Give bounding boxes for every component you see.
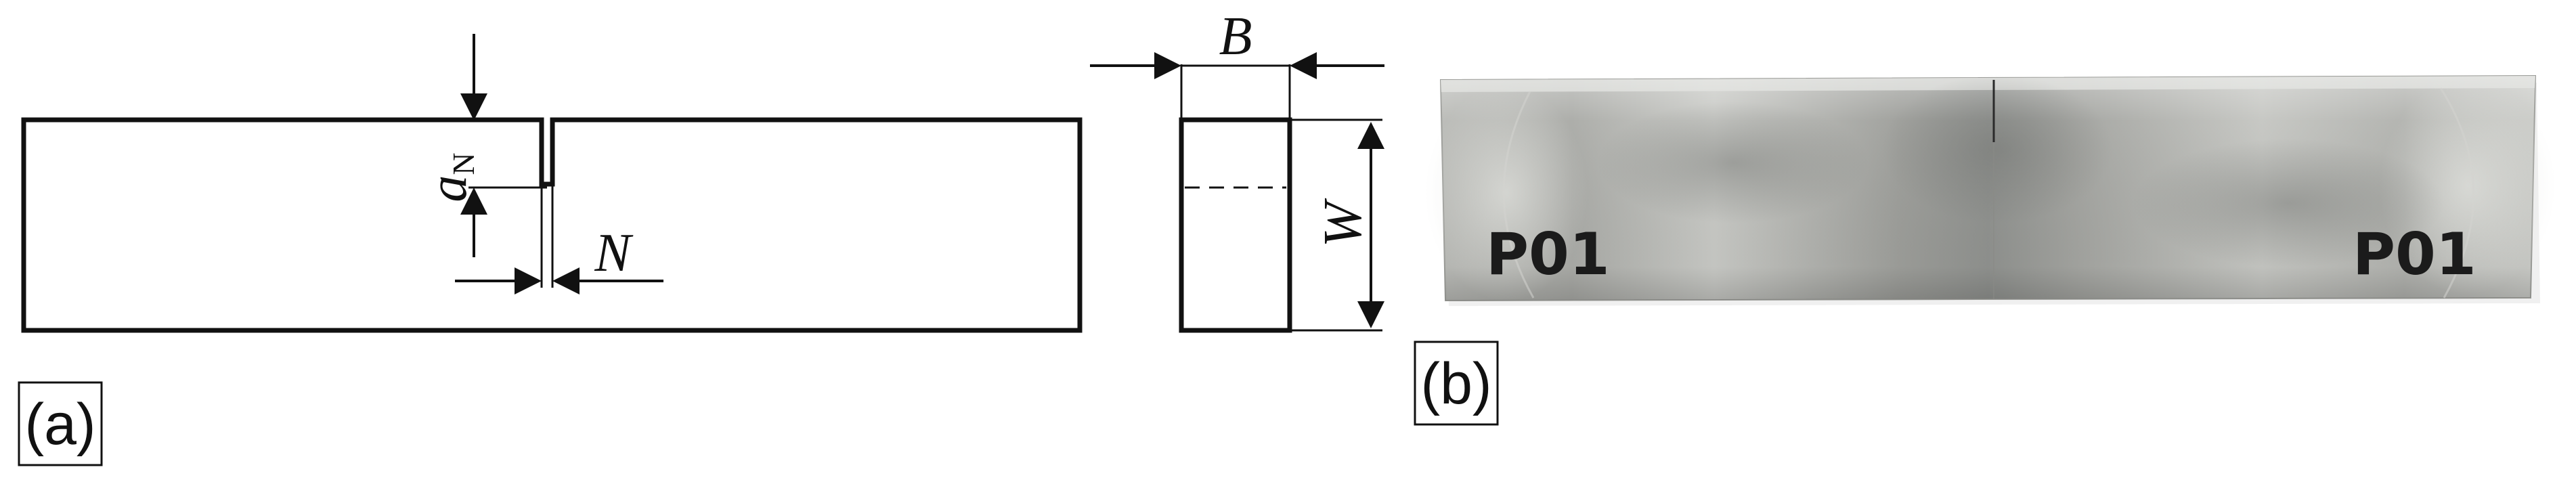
- surface-sheen-right: [2380, 78, 2556, 294]
- machining-mark-1: [1502, 91, 1535, 299]
- panel-b-label: (b): [1420, 351, 1491, 416]
- notch-depth-label: aN: [418, 152, 481, 202]
- surface-blotch-1: [1598, 102, 1869, 223]
- surface-sheen-left: [1425, 85, 1588, 301]
- cross-section-view: [1179, 117, 1292, 333]
- notch-depth-symbol: a: [418, 175, 478, 202]
- machining-mark-2: [2439, 87, 2475, 299]
- surface-blotch-3: [2133, 139, 2444, 267]
- surface-blotch-2: [1882, 74, 2112, 223]
- panel-a-label-box: [18, 381, 103, 466]
- panel-a-schematic: aN N B W (a): [18, 7, 1384, 466]
- height-label: W: [1313, 198, 1373, 247]
- panel-a-label: (a): [24, 392, 95, 457]
- notch-width-label: N: [594, 223, 634, 283]
- specimen-mark-left: P01: [1486, 221, 1610, 288]
- panel-b-label-box: [1414, 341, 1499, 426]
- thickness-label: B: [1219, 7, 1252, 66]
- panel-b-photo: P01 P01 (b): [1414, 74, 2556, 426]
- beam-side-view: [21, 117, 1083, 333]
- notch-depth-subscript: N: [446, 152, 481, 175]
- specimen-mark-right: P01: [2353, 221, 2476, 288]
